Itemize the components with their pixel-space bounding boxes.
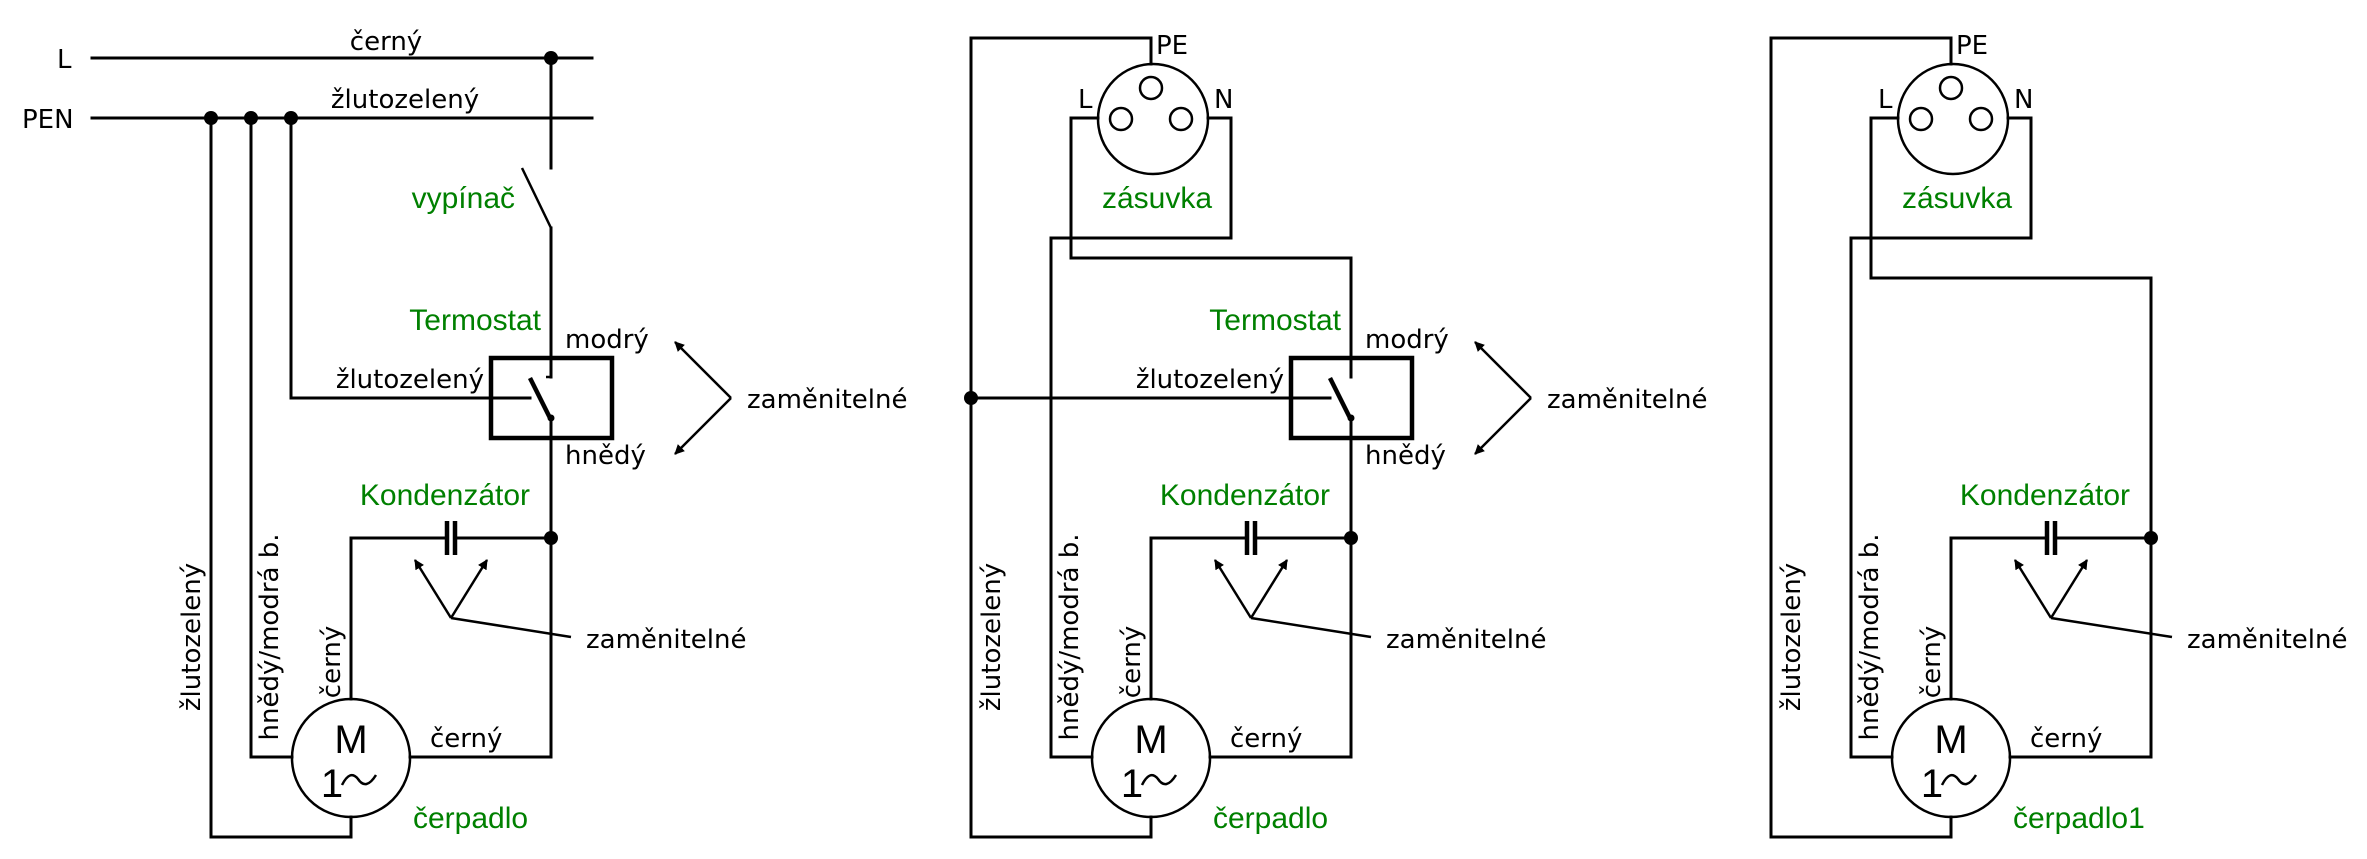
pen-label: PEN (22, 105, 74, 135)
swap-leader-line (1250, 616, 1372, 639)
capacitor-label: Kondenzátor (1160, 479, 1330, 512)
socket-pin-icon (1138, 75, 1164, 101)
thermostat-switch-icon (527, 376, 553, 420)
swap-arrow-down-icon (674, 397, 732, 455)
motor-phase: 1 (321, 762, 343, 806)
swap-arrow-left-icon (2013, 559, 2053, 619)
swap-arrow-up-icon (674, 341, 732, 399)
socket-pin-icon (1908, 106, 1934, 132)
thermostat-label: Termostat (409, 304, 541, 337)
capacitor-swap-note: zaměnitelné (586, 625, 747, 655)
swap-arrow-right-icon (2049, 559, 2089, 619)
swap-arrow-left-icon (413, 559, 453, 619)
pen-wire-color-label: žlutozelený (331, 85, 479, 115)
socket-pin-icon (1168, 106, 1194, 132)
swap-leader-line (450, 616, 572, 639)
vertical-wire-label: žlutozelený (977, 563, 1007, 711)
motor-symbol: M (1134, 718, 1167, 762)
socket-l-wire (1069, 116, 1353, 379)
thermostat-switch-icon (1327, 376, 1353, 420)
capacitor-label: Kondenzátor (1960, 479, 2130, 512)
tilde-icon (1940, 773, 1978, 786)
socket-pin-icon (1968, 106, 1994, 132)
thermostat-input-label: žlutozelený (336, 365, 484, 395)
swap-arrow-right-icon (449, 559, 489, 619)
junction-dot (1344, 531, 1358, 545)
thermostat-label: Termostat (1209, 304, 1341, 337)
vertical-wire-label: černý (1917, 626, 1947, 698)
line-label: L (57, 45, 72, 75)
swap-arrow-up-icon (1474, 341, 1532, 399)
socket-l-label: L (1078, 85, 1093, 115)
socket-pin-icon (1108, 106, 1134, 132)
vertical-wire-label: žlutozelený (1777, 563, 1807, 711)
socket-n-label: N (2014, 85, 2033, 115)
socket-label: zásuvka (1902, 182, 2012, 215)
motor-right-wire-label: černý (1230, 724, 1302, 754)
vertical-wire-label: hnědý/modrá b. (255, 534, 285, 741)
diagram-1: L PEN černý žlutozelený vypínač Termosta… (22, 27, 908, 839)
socket-pe-label: PE (1956, 31, 1988, 61)
socket-pin-icon (1938, 75, 1964, 101)
motor-name-label: čerpadlo (1213, 802, 1328, 835)
swap-leader-line (2050, 616, 2173, 639)
tilde-icon (1140, 773, 1178, 786)
socket-n-label: N (1214, 85, 1233, 115)
thermostat-input-label: žlutozelený (1136, 365, 1284, 395)
socket-label: zásuvka (1102, 182, 1212, 215)
thermostat-bottom-label: hnědý (1365, 441, 1446, 471)
motor-circle-icon (290, 697, 412, 819)
motor-name-label: čerpadlo (413, 802, 528, 835)
thermostat-bottom-label: hnědý (565, 441, 646, 471)
swap-arrow-right-icon (1249, 559, 1289, 619)
socket-l-label: L (1878, 85, 1893, 115)
socket-pe-label: PE (1156, 31, 1188, 61)
motor-right-wire-label: černý (430, 724, 502, 754)
capacitor-swap-note: zaměnitelné (2187, 625, 2348, 655)
socket-n-wire (1049, 116, 1233, 759)
socket-l-wire (1869, 116, 2153, 759)
motor-name-label: čerpadlo1 (2013, 802, 2145, 835)
vertical-wire-label: žlutozelený (177, 563, 207, 711)
thermostat-swap-note: zaměnitelné (1547, 385, 1708, 415)
motor-phase: 1 (1121, 762, 1143, 806)
junction-dot (2144, 531, 2158, 545)
tilde-icon (340, 773, 378, 786)
vertical-wire-label: hnědý/modrá b. (1055, 534, 1085, 741)
vertical-wire-label: hnědý/modrá b. (1855, 534, 1885, 741)
switch-label: vypínač (412, 182, 515, 215)
socket-n-wire (1849, 116, 2033, 759)
motor-wire-bottom (969, 396, 1153, 839)
switch-contact-icon (520, 167, 553, 229)
motor-symbol: M (334, 718, 367, 762)
line-wire-color-label: černý (350, 27, 422, 57)
motor-circle-icon (1090, 697, 1212, 819)
vertical-wire-label: černý (1117, 626, 1147, 698)
motor-wire-bottom (1769, 815, 1953, 839)
capacitor-label: Kondenzátor (360, 479, 530, 512)
thermostat-swap-note: zaměnitelné (747, 385, 908, 415)
motor-circle-icon (1890, 697, 2012, 819)
pe-wire (1769, 36, 1953, 839)
motor-symbol: M (1934, 718, 1967, 762)
diagram-2: PE L N zásuvka Termostat žlutozelený mod… (964, 31, 1708, 839)
capacitor-swap-note: zaměnitelné (1386, 625, 1547, 655)
thermostat-top-label: modrý (1365, 325, 1449, 355)
motor-phase: 1 (1921, 762, 1943, 806)
thermostat-top-label: modrý (565, 325, 649, 355)
swap-arrow-left-icon (1213, 559, 1253, 619)
swap-arrow-down-icon (1474, 397, 1532, 455)
motor-wire-bottom (209, 815, 353, 839)
motor-right-wire-label: černý (2030, 724, 2102, 754)
diagram-3: PE L N zásuvka Kondenzátor zaměnitelné M… (1769, 31, 2348, 839)
vertical-wire-label: černý (317, 626, 347, 698)
